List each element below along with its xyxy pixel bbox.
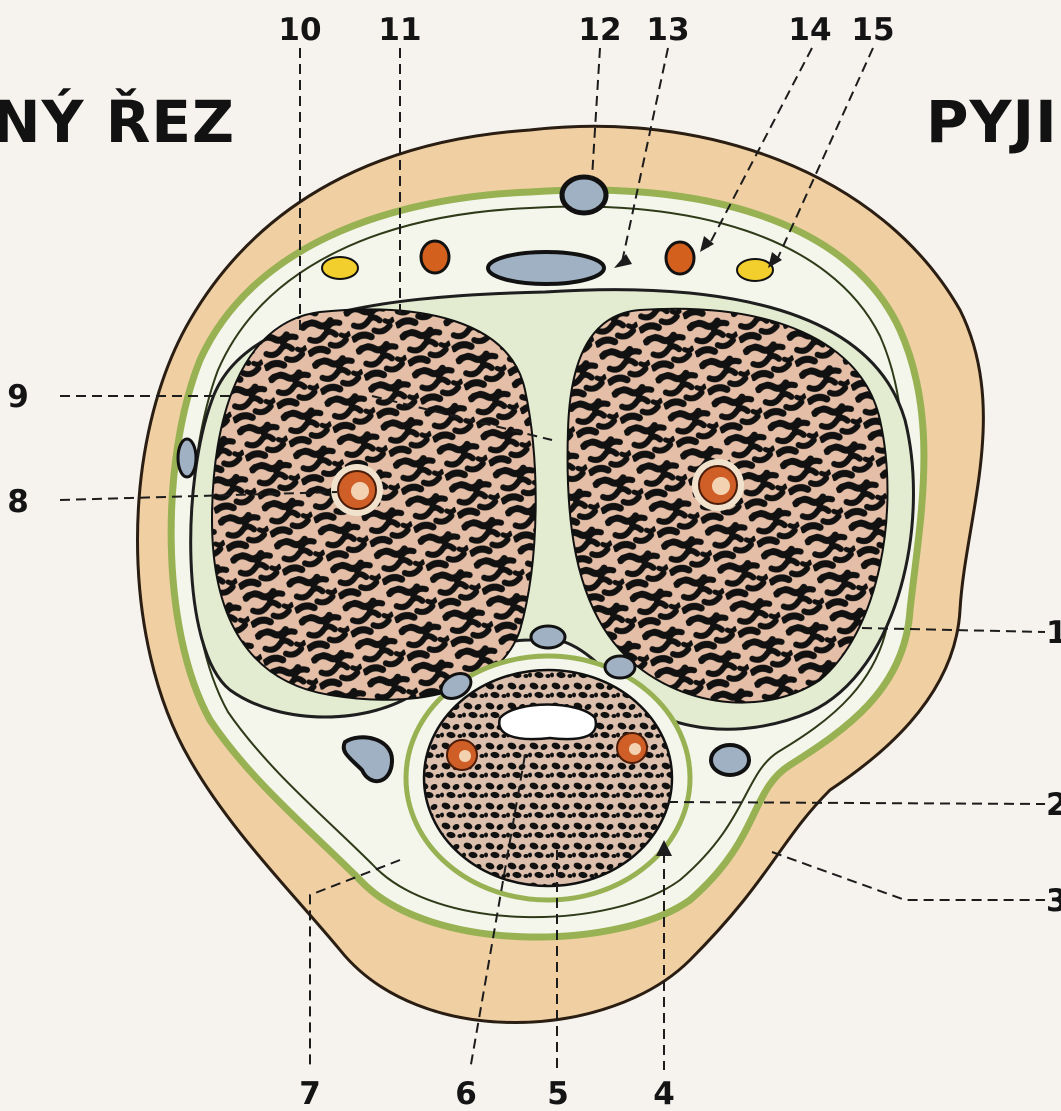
dorsal-nerve-right [737,259,773,281]
spongiosum-artery-left [447,740,477,770]
deep-artery-left [331,464,383,516]
label-12: 12 [578,12,621,48]
label-10: 10 [278,12,321,48]
circumflex-vein-center [531,626,565,648]
dorsal-nerve-left [322,257,358,279]
superficial-dorsal-vein [562,177,606,213]
dorsal-artery-right [666,242,694,274]
label-8: 8 [7,484,29,520]
circumflex-vein-right [605,656,635,678]
label-7: 7 [299,1076,321,1111]
label-3: 3 [1046,883,1061,919]
label-15: 15 [851,12,894,48]
label-5: 5 [547,1076,569,1111]
lateral-vein-left [178,439,196,477]
label-1: 1 [1046,615,1061,651]
label-2: 2 [1046,787,1061,823]
dorsal-artery-left [421,241,449,273]
label-13: 13 [646,12,689,48]
leader-3 [772,852,1045,900]
spongiosum-artery-right [617,733,647,763]
label-6: 6 [455,1076,477,1111]
label-4: 4 [653,1076,675,1111]
deep-dorsal-vein [488,252,604,284]
label-11: 11 [378,12,421,48]
label-9: 9 [7,379,29,415]
ventral-vein-right [711,745,749,775]
deep-artery-right [692,459,744,511]
label-14: 14 [788,12,831,48]
corpus-spongiosum [424,670,672,886]
urethra [499,705,596,740]
